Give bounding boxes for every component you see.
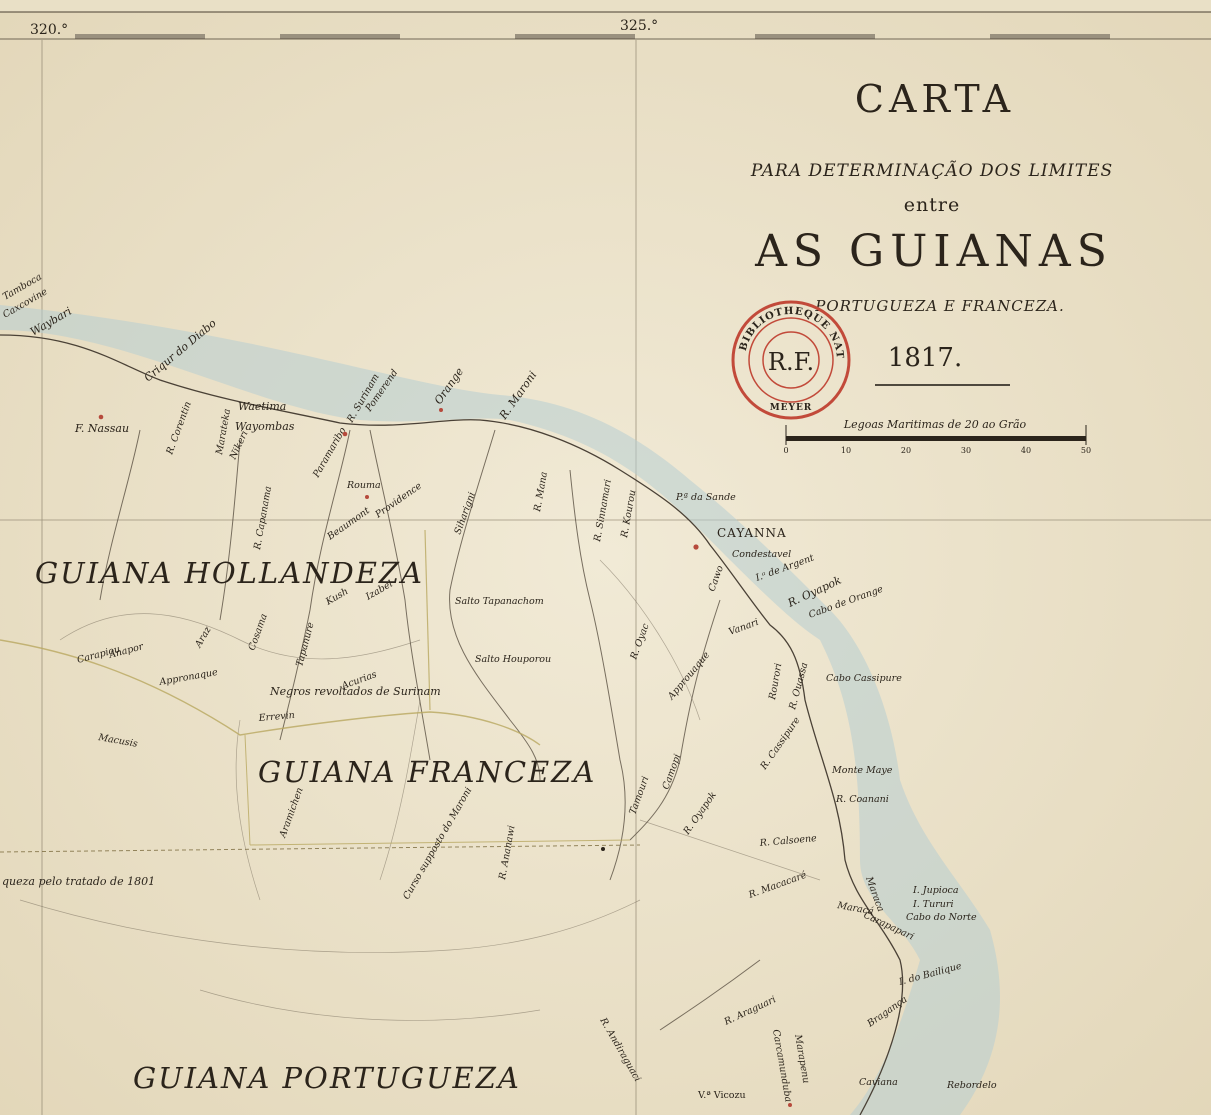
- place-label: I. Tururi: [912, 899, 954, 910]
- place-label: Salto Houporou: [475, 654, 551, 665]
- place-label: R. Coanani: [835, 794, 889, 805]
- mountain-hatching: [19, 559, 821, 1021]
- scale-tick-30: 30: [961, 446, 971, 455]
- scale-label: Legoas Maritimas de 20 ao Grão: [843, 418, 1027, 431]
- place-label: Salto Tapanachom: [455, 596, 544, 607]
- top-border: [0, 0, 1211, 40]
- place-label: Waetima: [238, 400, 286, 413]
- place-label: queza pelo tratado de 1801: [2, 875, 155, 888]
- scale-tick-20: 20: [901, 446, 911, 455]
- coastline: [0, 334, 904, 1115]
- region-guiana-franceza: GUIANA FRANCEZA: [258, 755, 596, 789]
- graticule-label-325: 325.°: [620, 18, 658, 34]
- stamp-bottom-text: MEYER: [770, 403, 813, 413]
- place-label: Negros revoltados de Surinam: [269, 685, 441, 698]
- scale-tick-10: 10: [841, 446, 851, 455]
- title-subtitle: PARA DETERMINAÇÃO DOS LIMITES: [750, 160, 1113, 181]
- graticule-lines: [0, 40, 1211, 1115]
- title-portugueza-franceza: PORTUGUEZA E FRANCEZA.: [814, 297, 1065, 315]
- title-main: CARTA: [855, 77, 1015, 121]
- rivers: [99, 429, 761, 1031]
- town-markers: [98, 408, 792, 1107]
- place-label: I. Jupioca: [912, 885, 959, 896]
- scale-tick-0: 0: [783, 446, 788, 455]
- graticule-label-320: 320.°: [30, 22, 68, 38]
- stamp-inner-text: R.F.: [768, 348, 814, 376]
- scale-bar: Legoas Maritimas de 20 ao Grão 0 10 20 3…: [783, 418, 1091, 455]
- scale-tick-40: 40: [1021, 446, 1031, 455]
- place-label: CAYANNA: [717, 526, 787, 540]
- place-label: Rouma: [346, 480, 381, 491]
- place-label: Condestavel: [732, 549, 791, 560]
- place-label: R. Calsoene: [758, 833, 817, 849]
- region-guiana-hollandeza: GUIANA HOLLANDEZA: [35, 556, 424, 590]
- place-label: Errevin: [257, 710, 295, 724]
- boundary-lines: [0, 529, 641, 853]
- scale-tick-50: 50: [1081, 446, 1091, 455]
- place-label: Cabo Cassipure: [826, 673, 902, 684]
- region-guiana-portugueza: GUIANA PORTUGUEZA: [133, 1061, 521, 1095]
- place-label: P.ª da Sande: [675, 492, 736, 503]
- place-label: V.ª Vicozu: [697, 1090, 746, 1101]
- title-year: 1817.: [888, 343, 962, 373]
- place-label: F. Nassau: [74, 422, 129, 435]
- place-label: Caviana: [859, 1077, 898, 1088]
- sea-shading: [0, 305, 1000, 1115]
- place-label: Rebordelo: [946, 1080, 997, 1091]
- title-entre: entre: [904, 194, 960, 216]
- title-as-guianas: AS GUIANAS: [754, 226, 1113, 277]
- place-label: Cabo do Norte: [906, 912, 977, 923]
- place-label: Wayombas: [235, 420, 295, 433]
- place-label: Monte Maye: [831, 765, 893, 776]
- title-block: CARTA PARA DETERMINAÇÃO DOS LIMITES entr…: [750, 77, 1113, 386]
